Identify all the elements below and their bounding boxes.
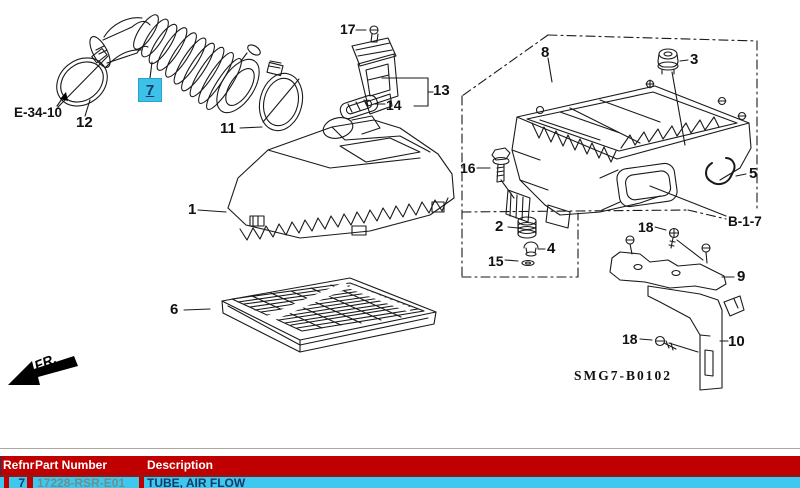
- callout-13[interactable]: 13: [433, 82, 450, 99]
- stay-10-drawing: [647, 285, 745, 391]
- callout-2[interactable]: 2: [495, 218, 504, 235]
- drawing-code: SMG7-B0102: [574, 368, 673, 383]
- header-part-number: Part Number: [35, 458, 108, 472]
- stud-4-drawing: [523, 241, 539, 257]
- mount-rubber-3-drawing: [657, 48, 679, 75]
- callout-11[interactable]: 11: [220, 120, 236, 137]
- bolt-18-lower-drawing: [654, 335, 677, 351]
- callout-10[interactable]: 10: [728, 333, 745, 350]
- table-top-divider: [0, 448, 800, 449]
- callout-3[interactable]: 3: [690, 51, 699, 68]
- air-flow-sensor-drawing: [339, 25, 399, 120]
- table-header-divider: [0, 475, 800, 477]
- air-cleaner-case-drawing: [505, 79, 752, 229]
- callout-18-lower[interactable]: 18: [622, 331, 638, 347]
- clip-5-drawing: [705, 157, 736, 186]
- parts-table-row-selected[interactable]: 7 17228-RSR-E01 TUBE, AIR FLOW: [0, 477, 800, 488]
- diagram-artwork: [8, 14, 758, 391]
- callout-15[interactable]: 15: [488, 253, 504, 269]
- callout-14[interactable]: 14: [386, 97, 402, 113]
- air-flow-tube-drawing: [89, 14, 261, 114]
- bolt-16-drawing: [491, 147, 511, 183]
- row-refnr-cell[interactable]: 7: [9, 477, 27, 488]
- section-boundary-lines: [461, 34, 758, 278]
- header-description: Description: [147, 458, 214, 472]
- ref-e-34-10[interactable]: E-34-10: [14, 105, 63, 120]
- callout-17[interactable]: 17: [340, 21, 356, 37]
- callout-7-highlighted[interactable]: 7: [138, 78, 162, 102]
- callout-16[interactable]: 16: [460, 160, 476, 176]
- callout-18-upper[interactable]: 18: [638, 219, 654, 235]
- leader-lines: [56, 29, 747, 353]
- front-direction-arrow: [8, 356, 78, 385]
- callout-12[interactable]: 12: [76, 114, 93, 131]
- bolt-18-upper-drawing: [668, 227, 680, 249]
- callout-8[interactable]: 8: [541, 44, 550, 61]
- parts-table-header: Refnr Part Number Description: [0, 456, 800, 475]
- row-part-number-cell[interactable]: 17228-RSR-E01: [33, 477, 139, 488]
- tube-clamp-11-drawing: [258, 60, 304, 132]
- mount-rubber-2-drawing: [517, 216, 537, 239]
- callout-1[interactable]: 1: [188, 201, 197, 218]
- callout-5[interactable]: 5: [749, 165, 758, 182]
- bracket-9-drawing: [609, 235, 727, 291]
- callout-6[interactable]: 6: [170, 301, 179, 318]
- callout-9[interactable]: 9: [737, 268, 746, 285]
- air-cleaner-cover-drawing: [227, 115, 455, 241]
- callout-4[interactable]: 4: [547, 240, 556, 257]
- header-refnr: Refnr: [3, 458, 35, 472]
- air-filter-element-drawing: [221, 277, 437, 353]
- ref-b-1-7[interactable]: B-1-7: [728, 214, 762, 229]
- row-edge-cell: [0, 477, 4, 488]
- washer-15-drawing: [521, 259, 535, 267]
- exploded-parts-diagram: 7 12 E-34-10 11 17 13 14 1 6 8 3 16 5 2 …: [8, 14, 762, 391]
- row-description-cell[interactable]: TUBE, AIR FLOW: [144, 477, 800, 488]
